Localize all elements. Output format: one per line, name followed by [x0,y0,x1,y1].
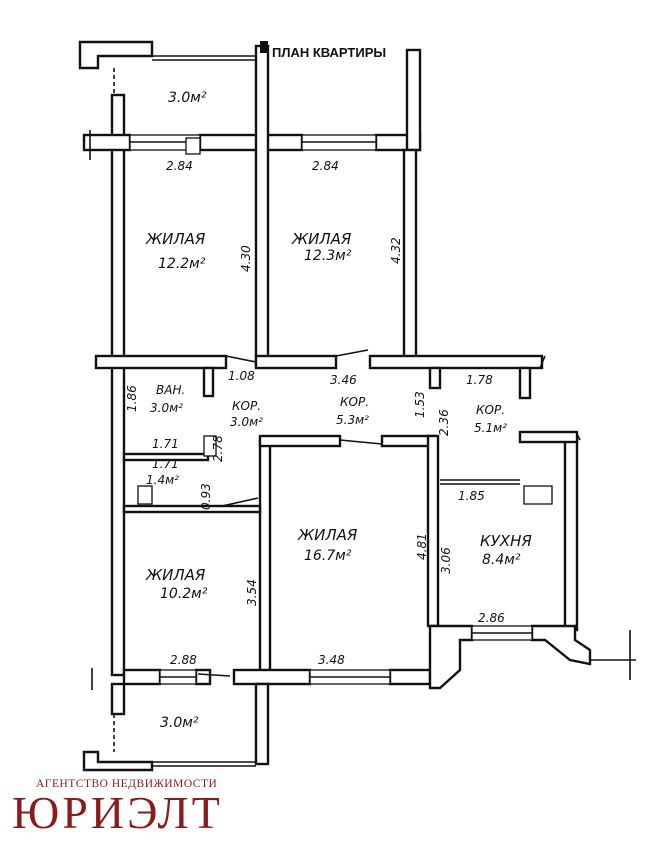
living-name: ЖИЛАЯ [297,526,358,544]
corridor3-area: 5.1м² [474,421,507,435]
bath-name: ВАН. [156,383,185,397]
bedroom2-area: 12.3м² [304,248,352,264]
corridor2-name: КОР. [340,395,369,409]
balcony-bottom-area: 3.0м² [160,715,199,731]
dim-171a: 1.71 [152,437,179,451]
dim-348: 3.48 [318,653,345,667]
corridor2-area: 5.3м² [336,413,369,427]
bedroom1-area: 12.2м² [158,256,206,272]
dim-186: 1.86 [125,385,139,412]
bedroom2-name: ЖИЛАЯ [291,230,352,248]
labels: ПЛАН КВАРТИРЫ 3.0м² 3.0м² ЖИЛАЯ 12.2м² Ж… [125,41,532,731]
living-area: 16.7м² [304,548,352,564]
dim-093: 0.93 [199,483,213,510]
walls [78,40,592,772]
dim-236: 2.36 [437,409,451,436]
bedroom1-name: ЖИЛАЯ [145,230,206,248]
dim-108: 1.08 [228,369,255,383]
kitchen-name: КУХНЯ [480,532,532,550]
thin-lines [89,55,636,767]
dim-346: 3.46 [330,373,357,387]
bedroom3-name: ЖИЛАЯ [145,566,206,584]
corridor1-name: КОР. [232,399,261,413]
agency-name: ЮРИЭЛТ [12,787,223,838]
dim-354: 3.54 [245,579,259,606]
balcony-top-area: 3.0м² [168,90,207,106]
bath-area: 3.0м² [150,401,183,415]
kitchen-area: 8.4м² [482,552,521,568]
dim-178: 1.78 [466,373,493,387]
agency-tagline: АГЕНТСТВО НЕДВИЖИМОСТИ [36,778,217,790]
dim-185: 1.85 [458,489,485,503]
corridor1-area: 3.0м² [230,415,263,429]
dim-432: 4.32 [389,237,403,264]
fixtures [137,137,553,505]
bedroom3-area: 10.2м² [160,586,208,602]
dim-bedroom1-width: 2.84 [166,159,193,173]
wc-area: 1.4м² [146,473,179,487]
dim-171b: 1.71 [152,457,179,471]
dim-481: 4.81 [415,533,429,560]
dim-153: 1.53 [413,391,427,418]
agency-brand: АГЕНТСТВО НЕДВИЖИМОСТИ ЮРИЭЛТ [12,778,223,838]
dim-bedroom2-width: 2.84 [312,159,339,173]
dim-288: 2.88 [170,653,197,667]
plan-title: ПЛАН КВАРТИРЫ [272,45,386,60]
dim-278: 2.78 [211,435,225,462]
corridor3-name: КОР. [476,403,505,417]
dim-286: 2.86 [478,611,505,625]
windows [129,134,533,685]
dim-430: 4.30 [239,245,253,272]
dim-306: 3.06 [439,547,453,574]
